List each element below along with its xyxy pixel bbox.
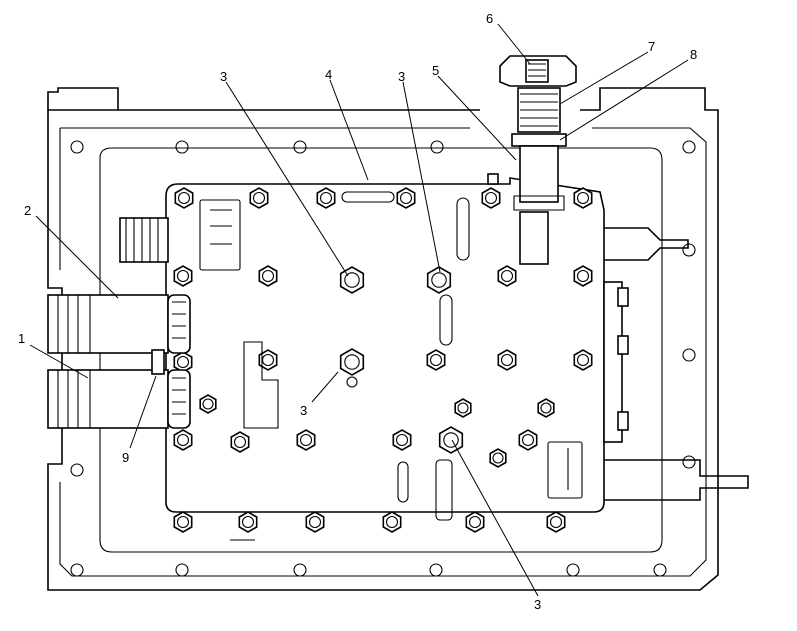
bolt-head [492,452,504,464]
bolt-head [177,191,191,205]
callout-2: 2 [24,203,31,218]
bolt-hex [296,429,316,451]
bolt-hex [546,511,566,533]
bolt-hex [481,187,501,209]
right-fittings [603,227,749,501]
bolt-head [344,272,360,288]
bolt-head [500,353,514,367]
callout-8: 8 [690,47,697,62]
bolt-head [176,433,190,447]
bolt-head [395,433,409,447]
bolt-head [429,353,443,367]
bolt-head [233,435,247,449]
bolt-head [521,433,535,447]
bolt-hex [438,426,464,454]
bolt-head [549,515,563,529]
bolt-hex [573,187,593,209]
bolt-hex [316,187,336,209]
bolt-hex [454,398,472,418]
pressure-tap-fitting [487,55,577,265]
callout-3b: 3 [398,69,405,84]
bolt-hex [339,266,365,294]
bolt-head [202,398,214,410]
callout-1: 1 [18,331,25,346]
bolt-hex [573,349,593,371]
bolt-hex [426,349,446,371]
callout-7: 7 [648,39,655,54]
bolt-hex [382,511,402,533]
bolt-hex [396,187,416,209]
bolt-head [431,272,447,288]
bolt-hex [573,265,593,287]
bolt-head [576,353,590,367]
bolt-head [252,191,266,205]
bolt-hex [537,398,555,418]
bolt-head [399,191,413,205]
bolt-hex [174,187,194,209]
callout-3a: 3 [220,69,227,84]
bolt-head [241,515,255,529]
callout-3c: 3 [300,403,307,418]
callout-labels: 1 2 3 3 3 3 4 5 6 7 8 9 [18,11,697,612]
bolt-head [308,515,322,529]
bolt-head [319,191,333,205]
bolt-hex [173,351,193,373]
bolt-head [385,515,399,529]
bolt-hex [489,448,507,468]
valve-body-bolts [173,187,593,533]
bolt-hex [173,429,193,451]
bolt-head [576,269,590,283]
bolt-hex [173,265,193,287]
callout-3d: 3 [534,597,541,612]
bolt-head [576,191,590,205]
callout-leaders [29,23,689,597]
bolt-head [176,515,190,529]
bolt-hex [305,511,325,533]
callout-5: 5 [432,63,439,78]
callout-6: 6 [486,11,493,26]
bolt-hex [426,266,452,294]
bolt-head [500,269,514,283]
bolt-head [176,269,190,283]
bolt-hex [339,348,365,376]
bolt-head [540,402,552,414]
bolt-hex [258,265,278,287]
bolt-hex [518,429,538,451]
valve-body-slots [199,191,583,521]
bolt-head [261,269,275,283]
bolt-hex [497,349,517,371]
bolt-hex [392,429,412,451]
bolt-hex [497,265,517,287]
bolt-head [468,515,482,529]
bolt-head [484,191,498,205]
bolt-head [176,355,190,369]
bolt-hex [258,349,278,371]
bolt-hex [249,187,269,209]
callout-4: 4 [325,67,332,82]
bolt-head [443,432,459,448]
callout-9: 9 [122,450,129,465]
bolt-head [457,402,469,414]
bolt-hex [238,511,258,533]
bolt-head [344,354,360,370]
bolt-head [299,433,313,447]
bolt-hex [173,511,193,533]
bolt-hex [199,394,217,414]
bolt-hex [230,431,250,453]
bolt-hex [465,511,485,533]
